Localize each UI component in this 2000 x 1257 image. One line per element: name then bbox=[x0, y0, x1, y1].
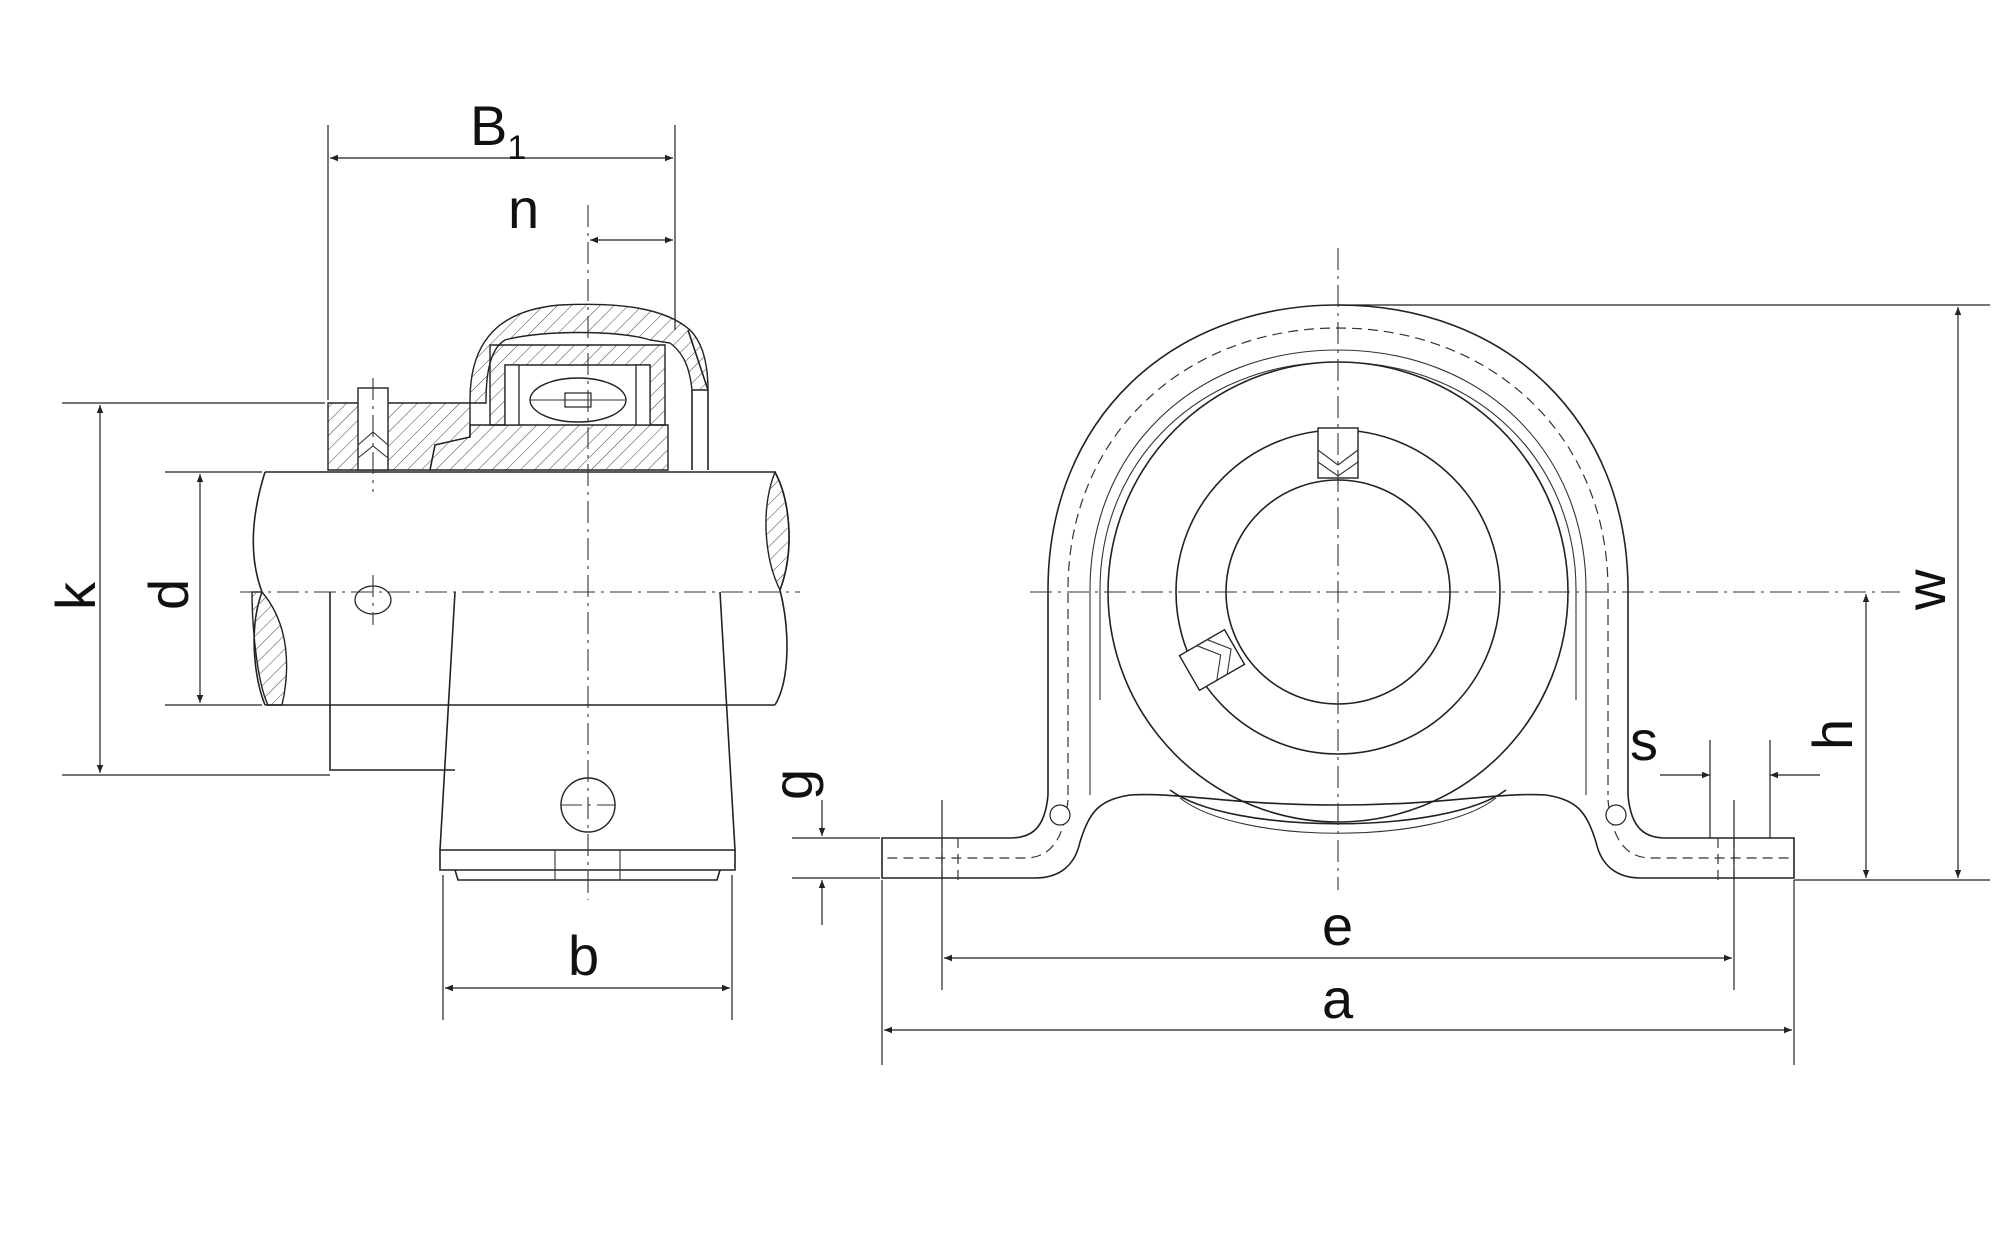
dimension-s: s bbox=[1630, 709, 1820, 838]
seal-right bbox=[635, 364, 651, 426]
shaft bbox=[251, 470, 790, 706]
dimension-h: h bbox=[1801, 594, 1870, 878]
label-B1: B1 bbox=[470, 94, 526, 167]
dimension-B1: B1 bbox=[327, 94, 676, 400]
label-e: e bbox=[1322, 894, 1353, 957]
set-screw-side bbox=[1178, 628, 1246, 692]
label-h: h bbox=[1801, 719, 1864, 750]
dimension-e: e bbox=[941, 800, 1735, 990]
dimension-d: d bbox=[137, 471, 262, 706]
inner-ring bbox=[429, 424, 669, 471]
front-view: w h s g e bbox=[761, 248, 1990, 1065]
label-k: k bbox=[44, 581, 107, 610]
seal-left bbox=[504, 364, 520, 426]
side-view: B1 n k d b bbox=[44, 94, 800, 1020]
label-w: w bbox=[1894, 569, 1957, 611]
label-g: g bbox=[761, 769, 824, 800]
dimension-n: n bbox=[508, 177, 673, 244]
dimension-a: a bbox=[881, 880, 1795, 1065]
collar-set-screw bbox=[357, 378, 389, 492]
dimension-b: b bbox=[442, 875, 733, 1020]
label-a: a bbox=[1322, 967, 1354, 1030]
label-s: s bbox=[1630, 709, 1658, 772]
label-d: d bbox=[137, 579, 200, 610]
dimension-w: w bbox=[1338, 304, 1990, 881]
dimension-k: k bbox=[44, 402, 330, 776]
ball bbox=[529, 377, 627, 423]
housing-body bbox=[329, 585, 736, 881]
label-b: b bbox=[568, 924, 599, 987]
dimension-g: g bbox=[761, 769, 880, 925]
label-n: n bbox=[508, 177, 539, 240]
